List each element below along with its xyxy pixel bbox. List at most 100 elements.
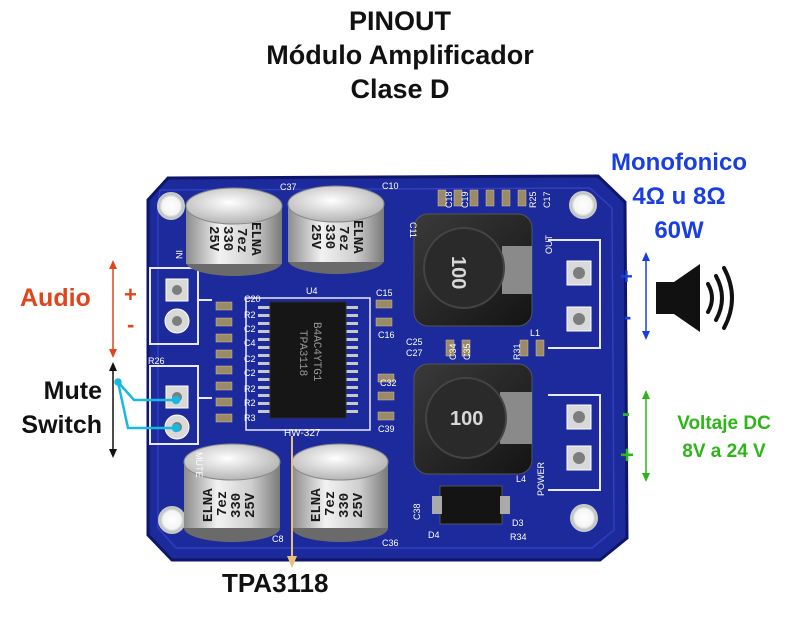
- silk-c36: C36: [382, 538, 399, 548]
- diode: [432, 485, 510, 525]
- power-plus-label: +: [620, 442, 635, 469]
- audio-minus-label: -: [127, 312, 135, 337]
- silk-c11: C11: [408, 222, 418, 238]
- title-line-1: PINOUT: [348, 6, 451, 36]
- output-pins: [566, 260, 592, 332]
- silk-out: OUT: [544, 235, 554, 255]
- cap2-text-4: 25V: [307, 224, 323, 250]
- audio-arrow: [109, 260, 117, 358]
- chip-marking-2: TPA3118: [296, 330, 308, 376]
- smd-components: [215, 189, 545, 423]
- silk-c34: C34: [448, 343, 458, 360]
- cap4-text-2: 7ez: [323, 491, 339, 516]
- silk-l1: L1: [530, 328, 540, 338]
- silk-c25: C25: [406, 337, 423, 347]
- silk-c2c: C2: [244, 368, 256, 378]
- silk-mute: MUTE: [194, 452, 204, 478]
- audio-input-pins: [164, 278, 190, 334]
- silk-c17: C17: [542, 191, 552, 208]
- power-spec: Voltaje DC 8V a 24 V: [656, 410, 792, 466]
- cap1-text-3: 330: [219, 226, 235, 251]
- cap1-text-1: ELNA: [247, 222, 263, 256]
- silk-c35: C35: [462, 343, 472, 360]
- speaker-icon: [656, 264, 734, 332]
- silk-in: IN: [174, 250, 184, 259]
- output-plus-label: +: [620, 264, 633, 289]
- silk-c15: C15: [376, 288, 393, 298]
- power-voltage-title: Voltaje DC: [677, 413, 771, 434]
- output-arrow: [642, 252, 650, 340]
- silk-l4: L4: [516, 474, 526, 484]
- silk-c27: C27: [406, 348, 423, 358]
- silk-r26: R26: [148, 356, 165, 366]
- silk-r34: R34: [510, 532, 527, 542]
- output-power: 60W: [654, 217, 704, 244]
- mounting-holes: [157, 191, 598, 534]
- silk-d4: D4: [428, 530, 440, 540]
- silk-u4: U4: [306, 286, 318, 296]
- title-line-3: Clase D: [350, 74, 450, 104]
- mute-switch-wires: [114, 378, 181, 433]
- silk-r2c: R2: [244, 398, 256, 408]
- silk-r25: R25: [528, 191, 538, 208]
- output-spec: Monofonico 4Ω u 8Ω 60W: [604, 146, 754, 248]
- silk-power: POWER: [536, 461, 546, 496]
- cap4-text-1: ELNA: [309, 488, 325, 522]
- silk-c19: C19: [460, 191, 470, 208]
- cap3-text-3: 330: [229, 493, 245, 518]
- silk-c8: C8: [272, 534, 284, 544]
- output-impedance: 4Ω u 8Ω: [632, 183, 726, 210]
- output-terminal: [548, 239, 601, 491]
- cap2-text-3: 330: [321, 224, 337, 249]
- silk-c10: C10: [382, 181, 399, 191]
- cap3-text-2: 7ez: [215, 491, 231, 516]
- tpa3118-chip: B4AC4YTG1 TPA3118: [245, 297, 371, 431]
- inductor-top-marking: 100: [447, 256, 469, 289]
- capacitor-bottom-right: [291, 443, 389, 542]
- input-terminal-outline: [149, 267, 212, 445]
- cap1-text-4: 25V: [205, 226, 221, 252]
- cap2-text-2: 7ez: [335, 226, 351, 251]
- silk-d3: D3: [512, 518, 524, 528]
- silk-c37: C37: [280, 182, 297, 192]
- silk-c20: C20: [244, 294, 261, 304]
- cap2-text-1: ELNA: [349, 220, 365, 254]
- capacitor-top-right: [287, 185, 385, 274]
- cap1-text-2: 7ez: [233, 228, 249, 253]
- silk-r2b: R2: [244, 384, 256, 394]
- cap3-text-1: ELNA: [201, 488, 217, 522]
- cap3-text-4: 25V: [243, 492, 259, 518]
- silk-c32: C32: [380, 378, 397, 388]
- power-minus-label: -: [622, 400, 630, 427]
- chip-label: TPA3118: [222, 568, 329, 598]
- silk-c18: C18: [444, 191, 454, 208]
- silk-r31: R31: [512, 343, 522, 360]
- output-type: Monofonico: [611, 149, 747, 176]
- module-name: HW-327: [284, 428, 321, 439]
- silk-r3: R3: [244, 413, 256, 423]
- power-voltage-range: 8V a 24 V: [682, 441, 766, 462]
- chip-marking-1: B4AC4YTG1: [310, 322, 322, 382]
- mute-line-2: Switch: [21, 411, 102, 439]
- page-title: PINOUT Módulo Amplificador Clase D: [0, 4, 800, 106]
- silk-c39: C39: [378, 424, 395, 434]
- power-pins: [566, 404, 592, 471]
- output-minus-label: -: [624, 304, 632, 329]
- silk-c2b: C2: [244, 354, 256, 364]
- silk-c4: C4: [244, 338, 256, 348]
- inductor-bottom-marking: 100: [450, 408, 483, 430]
- silk-c38: C38: [412, 503, 422, 520]
- capacitor-bottom-left: [183, 443, 281, 542]
- audio-label: Audio: [20, 284, 91, 312]
- mute-switch-label: Mute Switch: [6, 374, 102, 442]
- chip-pointer-arrow: [287, 436, 297, 568]
- capacitor-top-left: [185, 187, 283, 276]
- inductor-bottom: 100: [413, 363, 533, 475]
- power-arrow: [642, 390, 650, 482]
- cap4-text-3: 330: [337, 493, 353, 518]
- mute-line-1: Mute: [43, 377, 102, 405]
- inductor-top: 100: [413, 213, 533, 327]
- title-line-2: Módulo Amplificador: [266, 40, 534, 70]
- silk-c16: C16: [378, 330, 395, 340]
